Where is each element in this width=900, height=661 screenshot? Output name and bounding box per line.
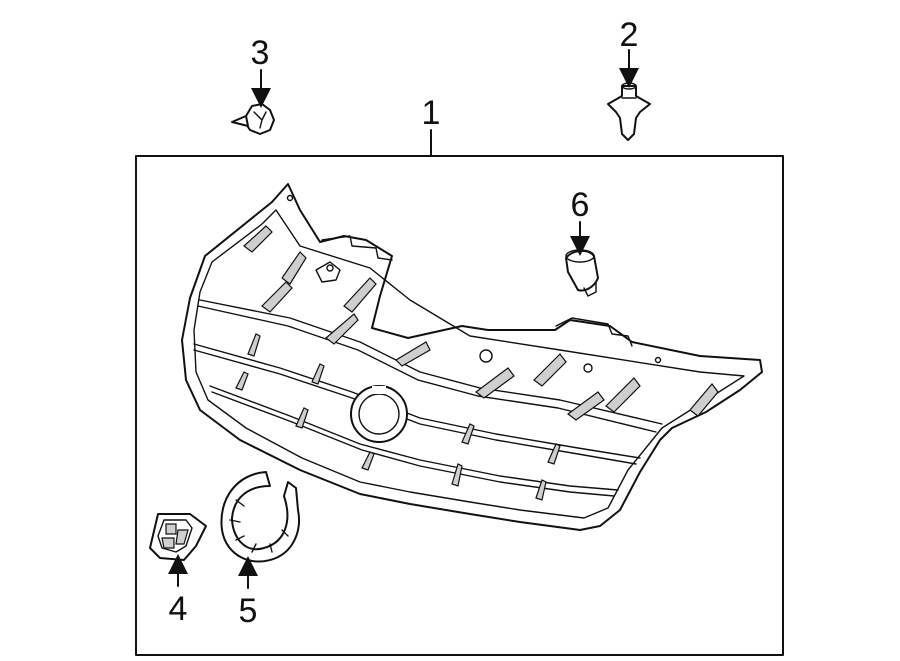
emblem-part <box>149 513 207 561</box>
callout-number-6: 6 <box>571 186 590 224</box>
emblem-ring-part <box>220 471 300 563</box>
push-pin-retainer-part <box>607 82 651 141</box>
callout-number-1: 1 <box>422 94 441 132</box>
bumper-stop-part <box>565 249 599 297</box>
callout-number-2: 2 <box>620 16 639 54</box>
grille-part <box>181 183 763 531</box>
callout-number-4: 4 <box>169 590 188 628</box>
callout-number-5: 5 <box>239 592 258 630</box>
assembly-frame <box>135 155 784 656</box>
clip-nut-part <box>231 103 275 135</box>
callout-number-3: 3 <box>251 34 270 72</box>
